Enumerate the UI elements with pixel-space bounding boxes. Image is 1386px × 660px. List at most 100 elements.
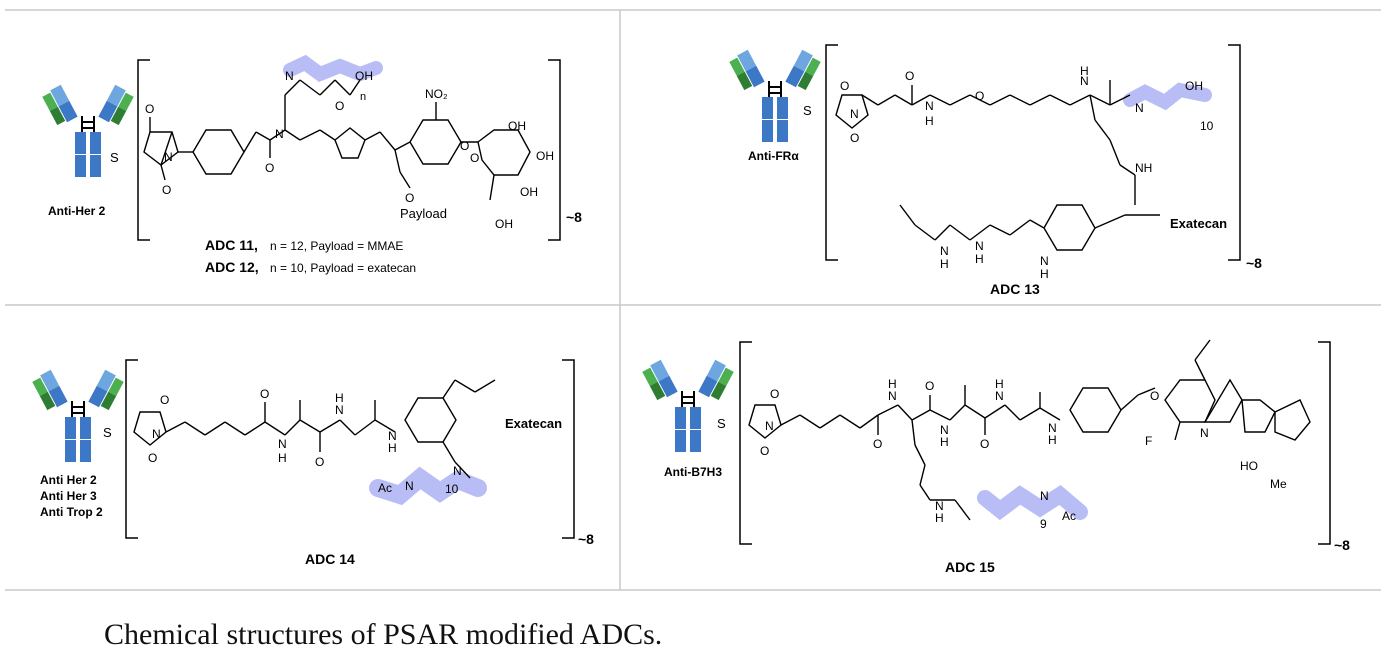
svg-text:O: O: [770, 387, 779, 401]
svg-text:O: O: [1150, 389, 1159, 403]
compound-name: ADC 14: [305, 551, 355, 567]
bracket-left: [825, 44, 838, 261]
svg-text:H: H: [1080, 64, 1089, 78]
repeat-n: 9: [1040, 517, 1047, 531]
svg-text:O: O: [975, 89, 984, 103]
svg-text:O: O: [265, 161, 274, 175]
compound-detail: n = 12, Payload = MMAE: [270, 239, 403, 253]
svg-text:O: O: [850, 131, 859, 145]
dar-label: ~8: [1246, 255, 1262, 271]
bracket-left: [137, 59, 150, 241]
svg-text:N: N: [453, 464, 462, 478]
hydroxyl-label: OH: [536, 149, 554, 163]
psar-highlight: [1123, 82, 1212, 111]
hydroxyl-label: OH: [508, 119, 526, 133]
psar-highlight: [977, 485, 1088, 521]
panel-adc-13: Anti-FRα S ~8: [727, 44, 1262, 297]
repeat-n: 10: [1200, 119, 1214, 133]
bracket-right: [548, 59, 561, 241]
bracket-right: [1228, 44, 1241, 261]
dar-label: ~8: [566, 209, 582, 225]
svg-text:H: H: [388, 441, 397, 455]
panel-adc-14: Anti Her 2 Anti Her 3 Anti Trop 2 S ~8: [30, 359, 594, 567]
svg-text:N: N: [1200, 426, 1209, 440]
antibody-label: Anti Her 3: [40, 489, 97, 503]
svg-text:O: O: [760, 444, 769, 458]
acetyl-label: Ac: [1062, 509, 1076, 523]
antibody-icon: [40, 83, 136, 178]
svg-text:H: H: [940, 257, 949, 271]
compound-name: ADC 15: [945, 559, 995, 575]
bracket-right: [1318, 341, 1331, 545]
atom-labels: O O N O N N O O O O: [145, 69, 479, 205]
hydroxyl-label: OH: [520, 185, 538, 199]
svg-text:H: H: [278, 451, 287, 465]
chemical-structure: [748, 339, 1311, 521]
svg-text:N: N: [278, 437, 287, 451]
svg-text:O: O: [148, 451, 157, 465]
svg-text:O: O: [162, 183, 171, 197]
svg-text:N: N: [975, 239, 984, 253]
svg-text:N: N: [1135, 101, 1144, 115]
payload-label: Payload: [400, 206, 447, 221]
atom-labels: O O N O N H O N H O N H N H O N H N N: [760, 377, 1209, 525]
svg-text:N: N: [285, 69, 294, 83]
compound-name: ADC 12,: [205, 259, 259, 275]
svg-text:O: O: [260, 387, 269, 401]
svg-text:H: H: [935, 511, 944, 525]
svg-text:N: N: [1040, 254, 1049, 268]
repeat-n: n: [360, 91, 366, 103]
svg-text:N: N: [1080, 74, 1089, 88]
methyl-label: Me: [1270, 477, 1287, 491]
panel-adc-15: Anti-B7H3 S ~8: [640, 339, 1350, 575]
repeat-n: 10: [445, 482, 459, 496]
svg-text:O: O: [905, 69, 914, 83]
svg-text:N: N: [388, 429, 397, 443]
dar-label: ~8: [1334, 537, 1350, 553]
svg-text:H: H: [995, 377, 1004, 391]
hydroxyl-label: OH: [495, 217, 513, 231]
psar-highlight: [369, 466, 487, 506]
thiol-label: S: [717, 416, 726, 431]
svg-text:H: H: [940, 435, 949, 449]
compound-detail: n = 10, Payload = exatecan: [270, 261, 416, 275]
svg-text:H: H: [925, 114, 934, 128]
svg-text:O: O: [460, 139, 469, 153]
svg-text:N: N: [164, 150, 173, 164]
svg-text:H: H: [975, 252, 984, 266]
svg-text:O: O: [470, 151, 479, 165]
antibody-label: Anti Her 2: [40, 473, 97, 487]
svg-text:H: H: [1048, 433, 1057, 447]
svg-text:N: N: [940, 244, 949, 258]
svg-text:O: O: [145, 102, 154, 116]
svg-text:H: H: [888, 377, 897, 391]
svg-text:N: N: [1040, 489, 1049, 503]
panel-grid: [5, 9, 1381, 591]
svg-text:N: N: [935, 499, 944, 513]
dar-label: ~8: [578, 531, 594, 547]
atom-labels: O O N O N H O N H N NH N H N H N H: [840, 64, 1152, 281]
svg-text:N: N: [152, 427, 161, 441]
antibody-label: Anti-FRα: [748, 149, 799, 163]
thiol-label: S: [103, 425, 112, 440]
svg-text:N: N: [1048, 421, 1057, 435]
bracket-left: [739, 341, 752, 545]
payload-label: Exatecan: [505, 416, 562, 431]
antibody-icon: [30, 368, 126, 463]
svg-text:N: N: [995, 389, 1004, 403]
antibody-icon: [727, 48, 823, 144]
terminal-oh: OH: [1185, 79, 1203, 93]
svg-text:O: O: [840, 79, 849, 93]
svg-text:N: N: [765, 419, 774, 433]
antibody-icon: [640, 358, 736, 453]
compound-name: ADC 11,: [205, 237, 258, 253]
antibody-label: Anti Trop 2: [40, 505, 103, 519]
payload-label: Exatecan: [1170, 216, 1227, 231]
svg-text:N: N: [925, 99, 934, 113]
svg-text:O: O: [925, 379, 934, 393]
svg-text:N: N: [888, 389, 897, 403]
chemical-structure: [143, 79, 531, 201]
atom-labels: O O N O N H O N H N H N N: [148, 387, 462, 493]
bracket-left: [125, 359, 138, 539]
